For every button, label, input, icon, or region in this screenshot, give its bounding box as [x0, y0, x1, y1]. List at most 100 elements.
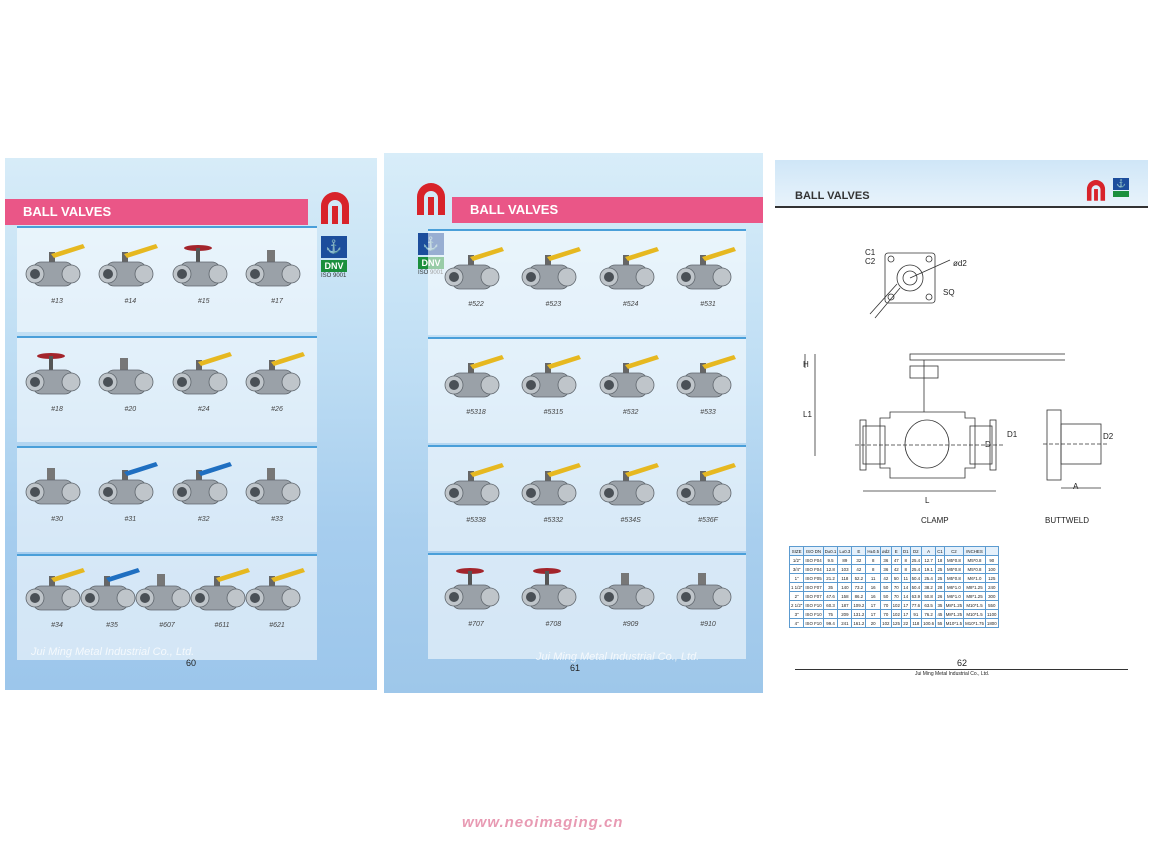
- spec-cell: 109.2: [851, 600, 867, 610]
- spec-cell: 187: [837, 600, 853, 610]
- spec-cell: 28: [935, 582, 945, 592]
- product-code: #35: [106, 622, 118, 629]
- product-item: #20: [90, 346, 170, 413]
- ball-valve-icon: [172, 245, 228, 287]
- spec-cell: 25: [935, 573, 945, 583]
- ball-valve-icon: [98, 358, 154, 395]
- ball-valve-icon: [676, 573, 732, 610]
- spec-header-cell: ød2: [880, 546, 892, 556]
- product-code: #5318: [466, 409, 486, 416]
- product-code: #909: [622, 621, 639, 628]
- spec-cell: 25.4: [909, 564, 923, 574]
- page-number: 61: [570, 663, 581, 673]
- spec-cell: 25.4: [909, 555, 923, 565]
- product-code: #14: [124, 298, 137, 305]
- spec-cell: 47: [890, 555, 902, 565]
- product-code: #523: [545, 301, 562, 308]
- ball-valve-icon: [98, 244, 159, 287]
- spec-cell: 300: [984, 591, 999, 601]
- spec-cell: ISO F10: [803, 600, 824, 610]
- buttweld-drawing: [1043, 409, 1107, 489]
- spec-cell: 4": [788, 618, 805, 628]
- spec-cell: 50: [880, 582, 892, 592]
- product-item: #34: [17, 562, 97, 629]
- spec-cell: 20: [865, 618, 882, 628]
- spec-cell: 14: [900, 582, 911, 592]
- product-code: #26: [271, 406, 283, 413]
- spec-cell: 75: [822, 609, 839, 619]
- product-code: #531: [700, 301, 716, 308]
- spec-cell: 209: [837, 609, 853, 619]
- company-name: Jui Ming Metal Industrial Co., Ltd.: [915, 671, 990, 677]
- spec-cell: ISO F07: [803, 582, 824, 592]
- anchor-icon: ⚓: [321, 236, 347, 258]
- product-item: #24: [164, 346, 244, 413]
- product-item: #532: [591, 349, 671, 416]
- spec-header-cell: D1: [900, 546, 911, 556]
- spec-cell: 52.2: [851, 573, 867, 583]
- product-item: #534S: [591, 457, 671, 524]
- product-code: #24: [197, 406, 210, 413]
- dim-od2: ød2: [953, 259, 967, 268]
- company-logo-icon: [417, 183, 445, 215]
- spec-cell: 21.2: [822, 573, 839, 583]
- ball-valve-icon: [676, 355, 736, 398]
- company-logo-icon: [1086, 180, 1106, 201]
- product-item: #708: [513, 561, 593, 628]
- spec-cell: 14: [900, 591, 911, 601]
- spec-cell: 8: [900, 564, 911, 574]
- spec-cell: 8: [865, 555, 882, 565]
- spec-header-cell: H±0.5: [865, 546, 882, 556]
- ball-valve-icon: [245, 352, 305, 395]
- spec-cell: 8: [865, 564, 882, 574]
- product-code: #522: [468, 301, 484, 308]
- spec-cell: 16: [865, 582, 882, 592]
- spec-cell: M5*0.8: [963, 564, 986, 574]
- spec-cell: 3/4": [788, 564, 805, 574]
- spec-cell: 60.3: [822, 600, 839, 610]
- spec-cell: 55: [935, 618, 945, 628]
- section-title: BALL VALVES: [470, 202, 559, 217]
- product-code: #708: [545, 621, 562, 628]
- spec-cell: 50.8: [921, 591, 937, 601]
- spec-cell: M10*1.5: [963, 600, 986, 610]
- spec-header-cell: E: [851, 546, 867, 556]
- product-code: #707: [468, 621, 484, 628]
- spec-cell: 11: [900, 573, 911, 583]
- spec-cell: 45: [935, 609, 945, 619]
- spec-cell: 73.2: [851, 582, 867, 592]
- spec-cell: 2 1/2": [788, 600, 805, 610]
- product-code: #607: [159, 622, 175, 629]
- product-item: #524: [591, 241, 671, 308]
- dim-h: H: [803, 360, 809, 369]
- product-item: #13: [17, 238, 97, 305]
- spec-cell: 100.6: [921, 618, 937, 628]
- product-item: #522: [436, 241, 516, 308]
- product-item: #18: [17, 346, 97, 413]
- product-item: #607: [127, 562, 207, 629]
- spec-cell: 1800: [984, 618, 999, 628]
- spec-cell: 50.4: [909, 582, 923, 592]
- side-view-drawing: [804, 353, 1065, 492]
- dim-d1: D1: [1007, 430, 1018, 439]
- ball-valve-icon: [599, 355, 659, 398]
- spec-cell: ISO F04: [803, 564, 824, 574]
- spec-cell: 9.5: [822, 555, 839, 565]
- spec-cell: 76.2: [921, 609, 937, 619]
- spec-cell: 86.2: [851, 591, 867, 601]
- spec-cell: 17: [900, 609, 911, 619]
- spec-cell: 131.2: [851, 609, 867, 619]
- spec-cell: M5*0.8: [963, 555, 986, 565]
- footer-rule: [795, 669, 1128, 670]
- ball-valve-icon: [245, 568, 305, 611]
- spec-cell: 18: [935, 555, 945, 565]
- ball-valve-icon: [245, 468, 301, 505]
- product-item: #611: [182, 562, 262, 629]
- dim-l: L: [925, 496, 930, 505]
- spec-header-cell: D2: [909, 546, 923, 556]
- ball-valve-icon: [676, 463, 736, 506]
- product-code: #611: [214, 622, 230, 629]
